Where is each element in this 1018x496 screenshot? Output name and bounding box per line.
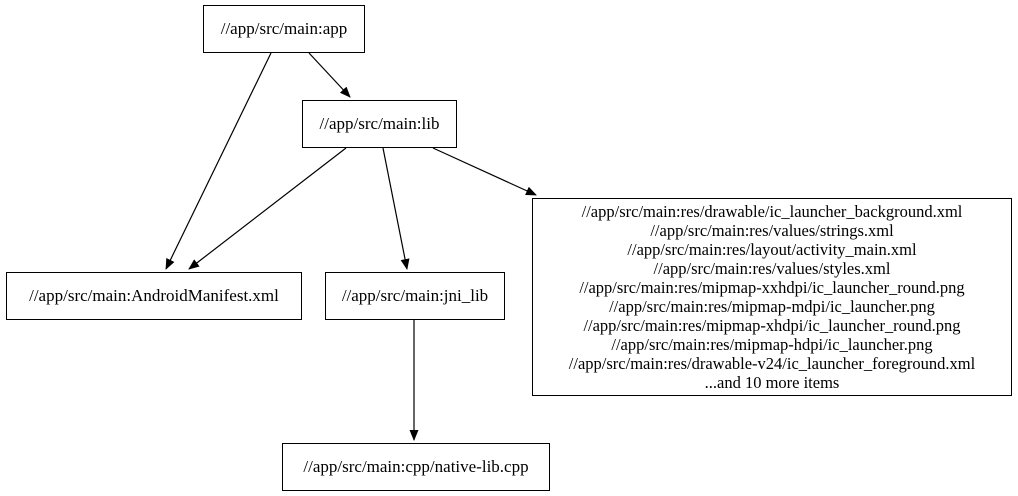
- node-native-lib-cpp-label: //app/src/main:cpp/native-lib.cpp: [303, 457, 529, 476]
- node-android-manifest: //app/src/main:AndroidManifest.xml: [6, 272, 302, 320]
- edge-lib-jni-lib: [382, 147, 410, 270]
- edge-app-lib: [308, 52, 351, 98]
- node-jni-lib: //app/src/main:jni_lib: [325, 272, 505, 320]
- edge-lib-manifest: [188, 147, 347, 270]
- node-lib-label: //app/src/main:lib: [319, 114, 440, 133]
- res-file-item: //app/src/main:res/drawable-v24/ic_launc…: [568, 354, 976, 373]
- node-app-label: //app/src/main:app: [220, 19, 348, 38]
- node-android-manifest-label: //app/src/main:AndroidManifest.xml: [29, 286, 279, 305]
- node-res-files: //app/src/main:res/drawable/ic_launcher_…: [532, 198, 1012, 396]
- edge-app-manifest: [165, 52, 272, 270]
- node-jni-lib-label: //app/src/main:jni_lib: [341, 286, 489, 305]
- res-file-item: //app/src/main:res/mipmap-mdpi/ic_launch…: [609, 297, 935, 316]
- node-lib: //app/src/main:lib: [302, 100, 457, 148]
- node-app: //app/src/main:app: [203, 5, 365, 53]
- res-file-item: //app/src/main:res/values/strings.xml: [650, 221, 894, 240]
- res-file-item: //app/src/main:res/mipmap-xxhdpi/ic_laun…: [579, 278, 965, 297]
- res-file-item: //app/src/main:res/drawable/ic_launcher_…: [581, 202, 963, 221]
- res-file-item: //app/src/main:res/mipmap-xhdpi/ic_launc…: [583, 316, 961, 335]
- edge-lib-res: [432, 147, 537, 196]
- res-more-items-note: ...and 10 more items: [704, 373, 840, 392]
- node-native-lib-cpp: //app/src/main:cpp/native-lib.cpp: [282, 443, 550, 491]
- res-file-item: //app/src/main:res/mipmap-hdpi/ic_launch…: [611, 335, 933, 354]
- res-file-item: //app/src/main:res/layout/activity_main.…: [627, 240, 917, 259]
- res-file-item: //app/src/main:res/values/styles.xml: [653, 259, 891, 278]
